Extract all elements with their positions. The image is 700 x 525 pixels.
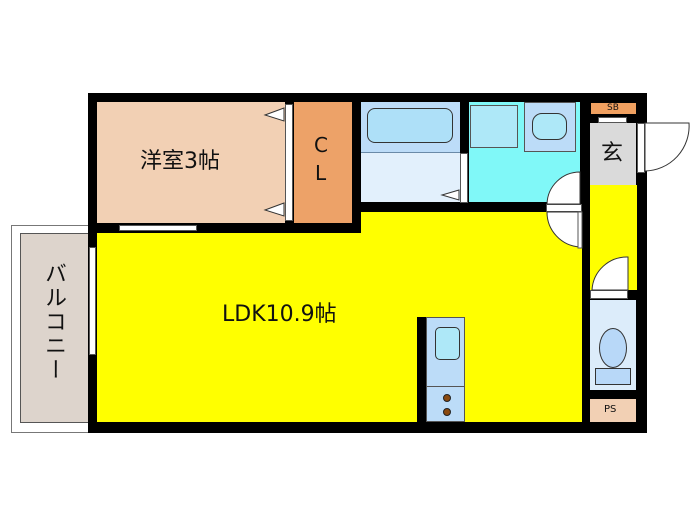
pipe-space-label: PS (604, 404, 617, 415)
bathroom-floor (361, 152, 460, 202)
pipe-space (590, 399, 636, 422)
bathtub-icon (367, 108, 453, 143)
kitchen-wall (417, 317, 426, 423)
closet-label-c: C (314, 133, 328, 157)
balcony-label: バルコニー (41, 262, 66, 382)
ldk (97, 233, 582, 422)
shoe-box-door[interactable] (598, 117, 627, 123)
stove-burner-icon (443, 408, 451, 416)
balcony-window[interactable] (89, 247, 96, 355)
balcony (20, 233, 90, 423)
sink-icon (532, 113, 567, 140)
kitchen-sink-icon (435, 327, 460, 360)
closet (294, 102, 352, 223)
genkan-label: 玄 (601, 141, 624, 166)
washing-machine-icon (470, 105, 518, 148)
shoe-box (591, 103, 636, 114)
genkan (590, 123, 636, 185)
western-room (97, 102, 285, 223)
ldk-label: LDK10.9帖 (222, 302, 337, 327)
closet-door[interactable] (285, 104, 293, 221)
western-room-window[interactable] (119, 225, 197, 231)
western-room-label: 洋室3帖 (140, 149, 220, 174)
toilet-bowl-icon (599, 328, 627, 368)
toilet-tank-icon (595, 368, 631, 385)
kitchen-divider (426, 386, 465, 387)
ldk-upper (361, 212, 582, 234)
bathroom-door[interactable] (460, 153, 468, 203)
stove-burner-icon (443, 394, 451, 402)
closet-label-l: L (315, 161, 327, 185)
shoe-box-label: SB (607, 103, 619, 113)
